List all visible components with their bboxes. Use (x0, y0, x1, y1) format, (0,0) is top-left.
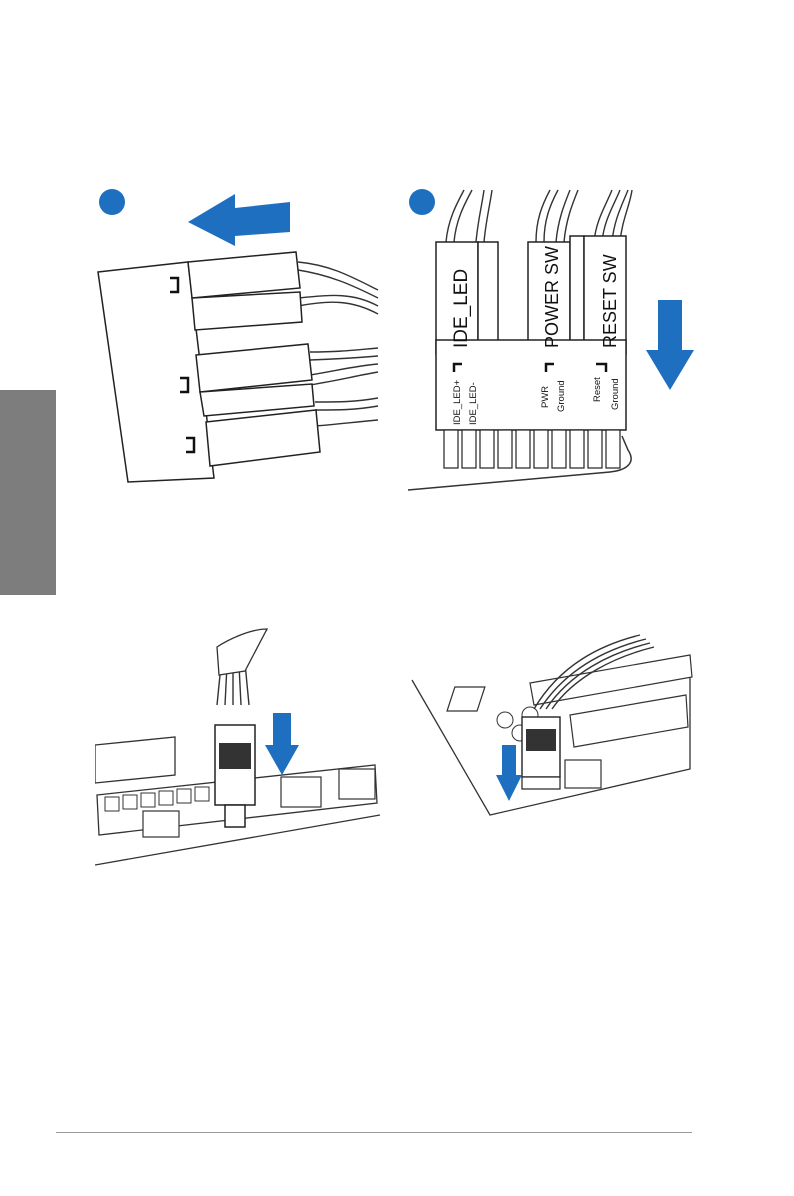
crop-mark (0, 0, 40, 40)
reset-label: Reset (592, 377, 603, 402)
step-bullet-2 (409, 189, 435, 215)
figure-front-panel-header: IDE_LED POWER SW RESET SW IDE_LED+ IDE_L… (400, 180, 720, 500)
ground-label-2: Ground (610, 378, 621, 410)
ide-led-plus-label: IDE_LED+ (452, 379, 463, 425)
reset-sw-label: RESET SW (600, 254, 620, 348)
chapter-side-tab (0, 390, 56, 595)
ide-led-label: IDE_LED (451, 269, 472, 348)
header-wires (446, 190, 632, 242)
figure-usb-header-front (95, 625, 385, 875)
footer-rule (56, 1132, 692, 1133)
plugs (188, 252, 320, 466)
arrow-left-icon (188, 194, 290, 246)
pwr-label: PWR (540, 386, 551, 408)
figure-connector-removal (90, 180, 390, 500)
arrow-down-icon-3 (496, 745, 522, 801)
ground-label-1: Ground (556, 380, 567, 412)
ide-led-minus-label: IDE_LED- (468, 382, 479, 425)
figure-usb-header-angled (410, 625, 700, 825)
arrow-down-icon-2 (265, 713, 299, 775)
arrow-down-icon (646, 300, 694, 390)
power-sw-label: POWER SW (542, 246, 562, 348)
header-pins (444, 430, 620, 468)
step-bullet-1 (99, 189, 125, 215)
